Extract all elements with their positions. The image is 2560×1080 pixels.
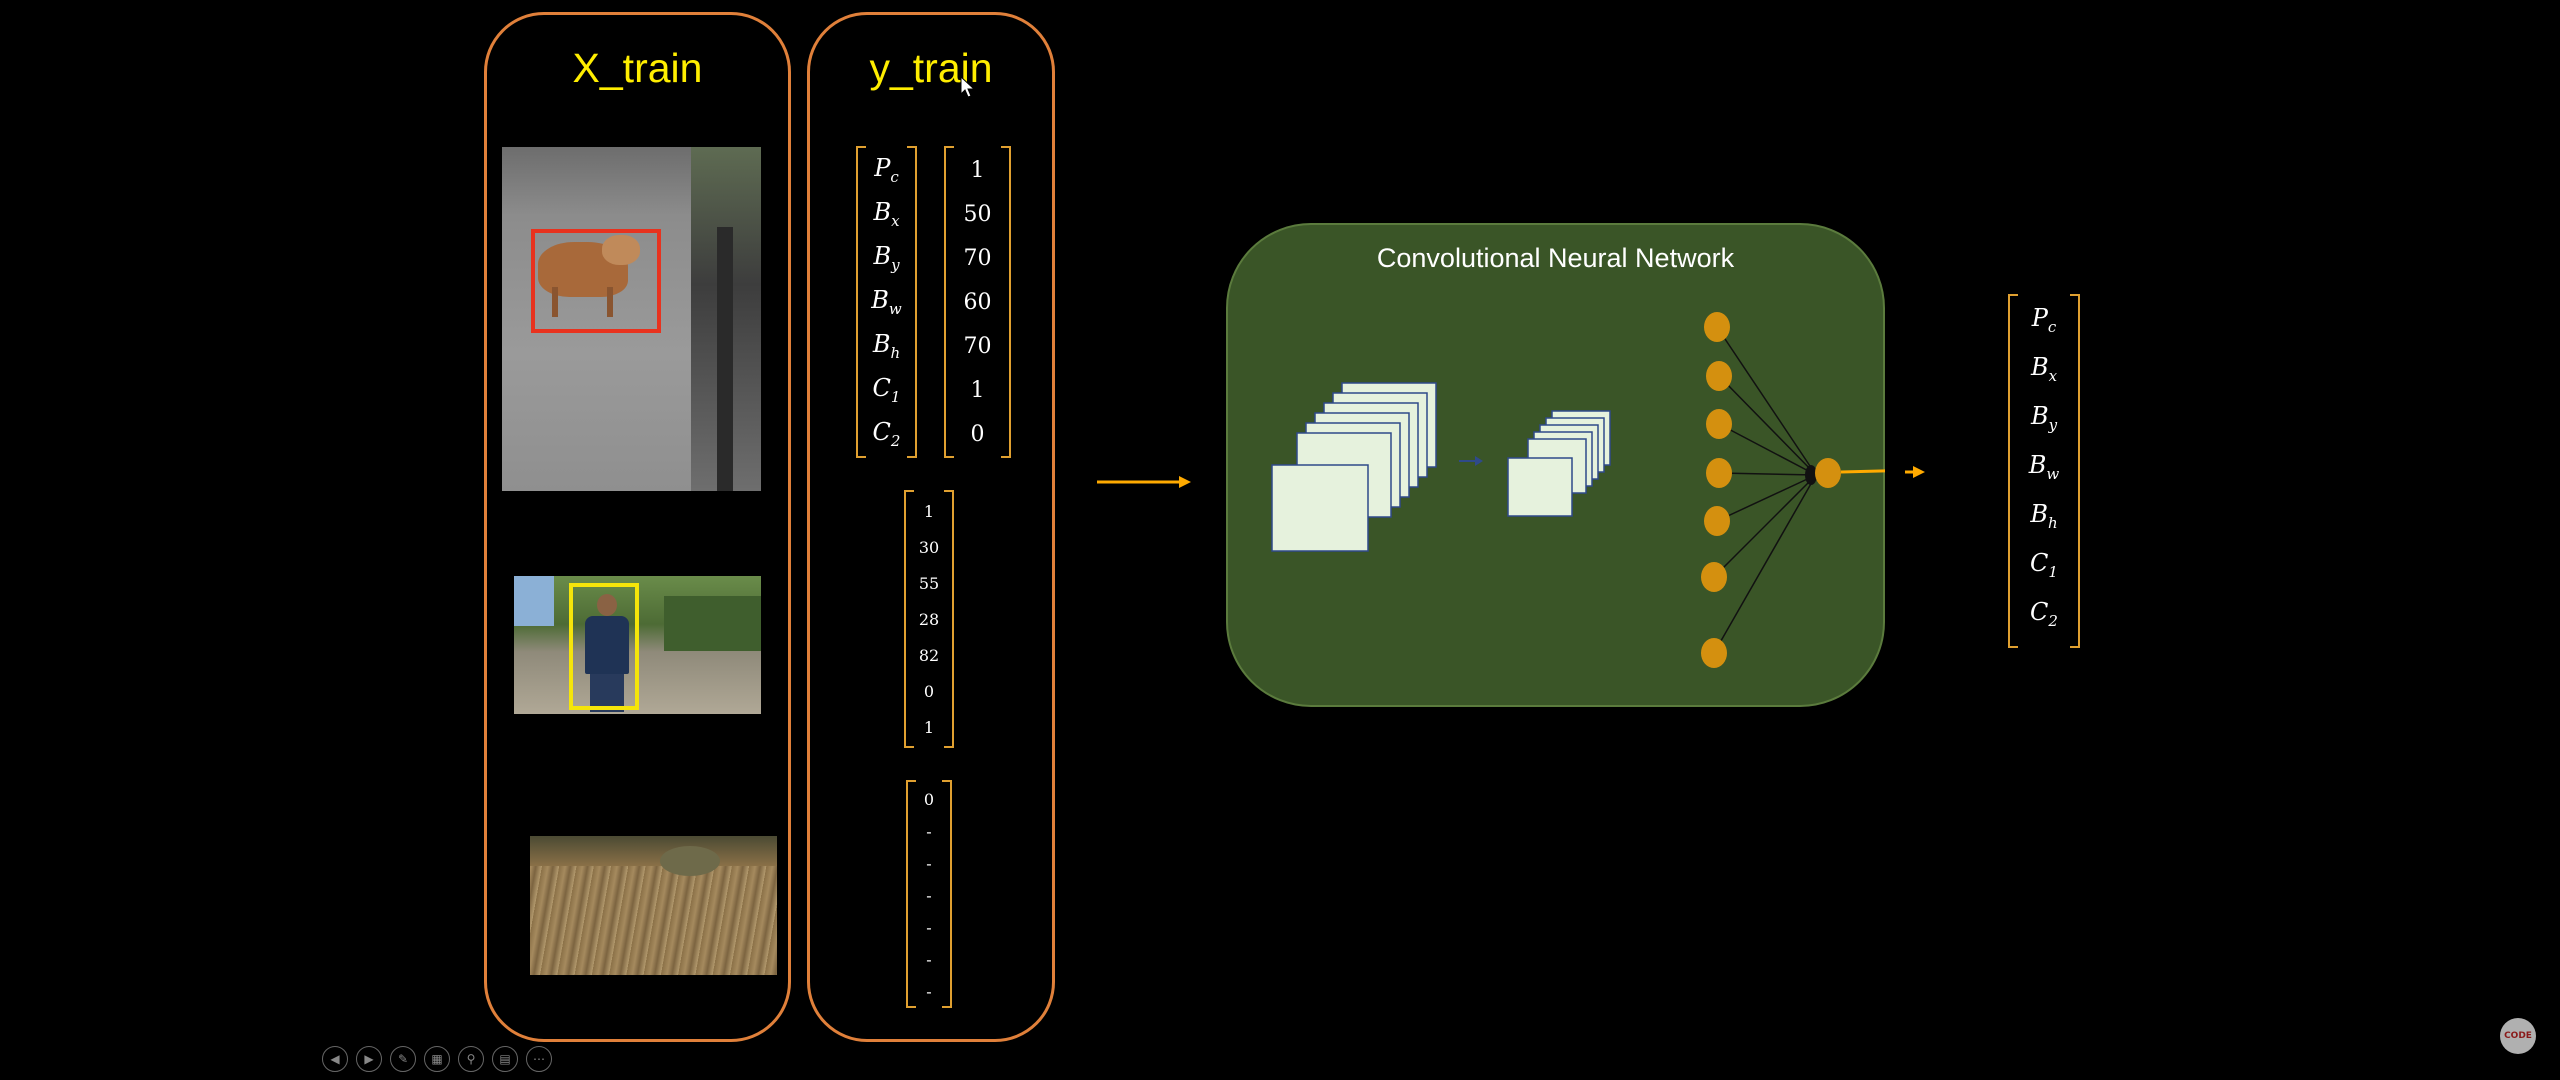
subtitle-icon[interactable]: ▤ — [492, 1046, 518, 1072]
value-cell: - — [926, 950, 932, 969]
output-neuron — [1815, 458, 1841, 488]
value-cell: - — [926, 918, 932, 937]
y-train-title: y_train — [869, 45, 993, 91]
value-cell: 0 — [923, 682, 935, 701]
cnn-diagram — [1271, 312, 1885, 668]
value-cell: 28 — [918, 610, 940, 629]
y-train-panel: y_train — [807, 12, 1055, 1042]
dog-values-vector: 1 50 70 60 70 1 0 — [944, 146, 1011, 458]
input-arrow — [1097, 476, 1191, 488]
value-cell: 1 — [970, 378, 985, 403]
output-c1: C1 — [2030, 549, 2058, 581]
label-c1: C1 — [872, 374, 901, 406]
label-pc: Pc — [874, 154, 899, 186]
output-c2: C2 — [2030, 598, 2058, 630]
value-cell: 1 — [923, 502, 935, 521]
person-image — [514, 576, 761, 714]
output-bx: Bx — [2030, 353, 2058, 385]
junction-node — [1805, 465, 1817, 485]
feature-maps-large — [1271, 382, 1437, 552]
label-bx: Bx — [873, 198, 900, 230]
feature-maps-small — [1507, 410, 1611, 517]
value-cell: - — [926, 886, 932, 905]
output-vector: Pc Bx By Bw Bh C1 C2 — [2008, 294, 2080, 648]
person-values-vector: 1 30 55 28 82 0 1 — [904, 490, 954, 748]
label-bh: Bh — [872, 330, 901, 362]
value-cell: 50 — [963, 202, 992, 227]
small-arrow — [1459, 456, 1483, 466]
value-cell: - — [926, 982, 932, 1001]
output-arrow — [1840, 469, 1885, 474]
output-bh: Bh — [2030, 500, 2058, 532]
dog-bounding-box — [531, 229, 661, 333]
output-bw: Bw — [2028, 451, 2060, 483]
slides-icon[interactable]: ▦ — [424, 1046, 450, 1072]
person-bounding-box — [569, 583, 639, 710]
ground-image — [530, 836, 777, 975]
more-icon[interactable]: ⋯ — [526, 1046, 552, 1072]
label-vector: Pc Bx By Bw Bh C1 C2 — [856, 146, 917, 458]
value-cell: 70 — [963, 334, 992, 359]
value-cell: 30 — [918, 538, 940, 557]
output-pc: Pc — [2031, 304, 2057, 336]
dense-neurons — [1701, 312, 1732, 668]
cursor-icon — [960, 76, 976, 98]
dense-connections — [1713, 326, 1817, 654]
value-cell: - — [926, 854, 932, 873]
value-cell: 0 — [970, 422, 985, 447]
label-c2: C2 — [872, 418, 901, 450]
cnn-title: Convolutional Neural Network — [1376, 243, 1735, 273]
ground-values-vector: 0 - - - - - - — [906, 780, 952, 1008]
value-cell: 1 — [970, 158, 985, 183]
channel-logo: CODE — [2500, 1018, 2536, 1054]
value-cell: 60 — [963, 290, 992, 315]
value-cell: 0 — [923, 790, 935, 809]
output-arrow-head — [1905, 466, 1925, 478]
output-by: By — [2030, 402, 2058, 434]
value-cell: 70 — [963, 246, 992, 271]
dog-image — [502, 147, 761, 491]
x-train-panel: X_train — [484, 12, 791, 1042]
value-cell: - — [926, 822, 932, 841]
value-cell: 1 — [923, 718, 935, 737]
presentation-controls: ◀ ▶ ✎ ▦ ⚲ ▤ ⋯ — [322, 1046, 552, 1072]
value-cell: 82 — [918, 646, 940, 665]
prev-icon[interactable]: ◀ — [322, 1046, 348, 1072]
zoom-icon[interactable]: ⚲ — [458, 1046, 484, 1072]
pen-icon[interactable]: ✎ — [390, 1046, 416, 1072]
next-icon[interactable]: ▶ — [356, 1046, 382, 1072]
value-cell: 55 — [918, 574, 940, 593]
x-train-title: X_train — [572, 45, 703, 91]
label-bw: Bw — [871, 286, 902, 318]
label-by: By — [873, 242, 900, 274]
